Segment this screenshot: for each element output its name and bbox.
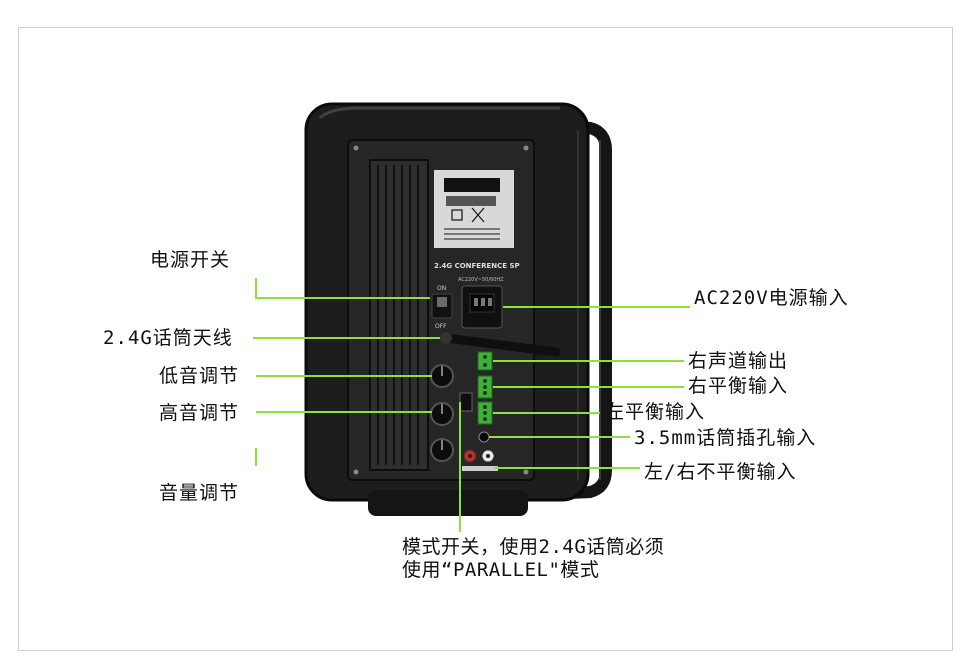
panel-voltage-text: AC220V~50/60HZ: [458, 277, 504, 283]
antenna: [441, 333, 561, 357]
rca-inputs[interactable]: [462, 449, 498, 471]
label-bass: 低音调节: [159, 365, 240, 387]
right-output-terminal[interactable]: [477, 351, 493, 371]
label-mode-switch-line2: 使用“PARALLEL"模式: [402, 559, 600, 581]
mode-switch[interactable]: [459, 392, 473, 412]
label-right-balanced: 右平衡输入: [688, 375, 789, 397]
power-switch-callout: [255, 278, 430, 299]
left-balanced-terminal[interactable]: [477, 401, 493, 425]
label-volume: 音量调节: [159, 482, 240, 504]
label-treble: 高音调节: [159, 402, 240, 424]
switch-off-label: OFF: [435, 323, 447, 330]
volume-knob[interactable]: [430, 438, 454, 462]
image-frame: [18, 27, 953, 651]
warning-label: [434, 170, 514, 248]
panel-model-text: 2.4G CONFERENCE SP: [434, 262, 520, 270]
label-power-switch: 电源开关: [150, 249, 231, 271]
label-left-balanced: 左平衡输入: [605, 401, 706, 423]
label-antenna: 2.4G话筒天线: [103, 327, 233, 349]
callout-lines: [253, 278, 690, 532]
mounting-bracket: [539, 120, 612, 500]
ac-inlet[interactable]: [461, 285, 503, 329]
label-mic-jack: 3.5mm话筒插孔输入: [634, 427, 817, 449]
label-mode-switch-line1: 模式开关，使用2.4G话筒必须: [402, 536, 665, 558]
treble-knob[interactable]: [430, 402, 454, 426]
label-ac-input: AC220V电源输入: [694, 287, 849, 309]
switch-on-label: ON: [437, 285, 446, 292]
label-right-output: 右声道输出: [688, 350, 789, 372]
bass-knob[interactable]: [430, 364, 454, 388]
heat-sink: [369, 159, 429, 471]
right-balanced-terminal[interactable]: [477, 375, 493, 399]
mic-jack[interactable]: [478, 431, 490, 443]
cabinet-base: [368, 490, 528, 516]
label-lr-unbalanced: 左/右不平衡输入: [644, 461, 797, 483]
